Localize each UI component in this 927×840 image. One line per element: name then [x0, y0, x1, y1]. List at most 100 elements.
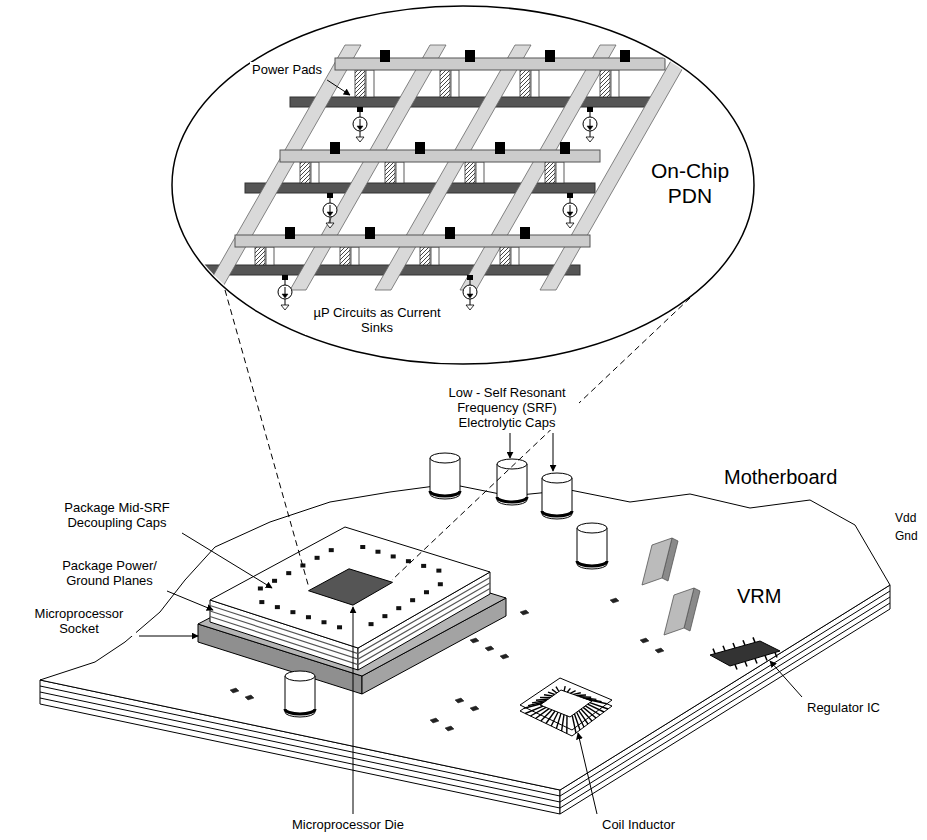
ground-symbol — [356, 137, 364, 142]
current-source — [353, 117, 367, 131]
power-pad — [520, 227, 530, 239]
power-pad — [620, 50, 630, 62]
coil-winding — [556, 687, 559, 692]
capacitor-top — [577, 523, 607, 533]
power-pad — [380, 50, 390, 62]
on-chip-grid — [195, 45, 696, 310]
ground-symbol — [326, 223, 334, 228]
power-pad — [445, 227, 455, 239]
decoupling-capacitor — [337, 625, 342, 629]
sink-wire — [470, 280, 471, 285]
power-pad — [285, 227, 295, 239]
decoupling-capacitor — [272, 579, 277, 583]
diagonal-rail — [205, 45, 361, 290]
power-pad — [560, 142, 570, 154]
electrolytic-capacitor — [430, 453, 460, 499]
sink-wire — [570, 217, 571, 223]
power-pad — [365, 227, 375, 239]
via-pillar — [440, 70, 450, 97]
power-pad — [495, 142, 505, 154]
callout-label: Coil Inductor — [600, 817, 677, 832]
via-pillar — [465, 162, 475, 183]
via-pillar — [556, 162, 564, 183]
capacitor-body — [285, 676, 315, 717]
power-pad — [465, 50, 475, 62]
decoupling-capacitor — [369, 622, 374, 626]
node-title: On-Chip PDN — [640, 158, 740, 208]
current-source — [583, 117, 597, 131]
motherboard — [40, 484, 890, 814]
current-arrow-head — [567, 212, 573, 216]
via-pillar — [511, 247, 519, 265]
node-outline — [171, 5, 755, 365]
capacitor-top — [285, 671, 315, 681]
zoom-ellipse: On-Chip PDN — [171, 5, 755, 365]
decoupling-capacitor — [300, 563, 305, 567]
decoupling-capacitor — [329, 548, 334, 552]
current-source — [323, 203, 337, 217]
processor-die — [309, 569, 393, 605]
electrolytic-capacitor — [542, 473, 572, 519]
ic-pin — [723, 646, 725, 651]
via-pillar — [366, 70, 374, 97]
board-pad — [500, 654, 509, 659]
ground-symbol — [586, 137, 594, 142]
board-pad — [470, 638, 479, 643]
sink-contact — [327, 193, 333, 198]
ic-pin — [753, 637, 755, 642]
power-rail — [280, 150, 600, 162]
via-pillar — [500, 247, 510, 265]
callout-label: Microprocessor Die — [290, 817, 406, 832]
block-label: VRM — [735, 585, 783, 608]
via-pillar — [531, 70, 539, 97]
callout-label: µP Circuits as Current Sinks — [305, 305, 449, 335]
via-pillar — [520, 70, 530, 97]
ground-symbol — [566, 223, 574, 228]
capacitor-body — [430, 458, 460, 499]
ic-pin — [745, 662, 747, 667]
via-pillar — [300, 162, 310, 183]
capacitor-top — [542, 473, 572, 483]
coil-winding — [540, 697, 551, 698]
via-pillar — [420, 247, 430, 265]
board-pad — [430, 718, 439, 723]
power-pad — [330, 142, 340, 154]
callout-label: Power Pads — [250, 62, 324, 77]
ic-pin — [775, 653, 777, 658]
sink-contact — [357, 107, 363, 112]
leader-line — [553, 433, 554, 471]
decoupling-capacitor — [375, 550, 380, 554]
current-arrow-head — [587, 126, 593, 130]
ic-pin — [735, 665, 737, 670]
board-pad — [245, 695, 254, 700]
coil-winding — [573, 693, 580, 695]
current-arrow-head — [282, 294, 288, 298]
via-pillar — [340, 247, 350, 265]
coil-winding — [552, 689, 557, 693]
electrolytic-capacitor — [577, 523, 607, 569]
decoupling-capacitor — [421, 564, 426, 568]
decoupling-capacitor — [315, 556, 320, 560]
via-pillar — [266, 247, 274, 265]
capacitor-top — [430, 453, 460, 463]
decoupling-capacitor — [258, 586, 263, 590]
sink-contact — [282, 275, 288, 280]
board-pad — [470, 706, 479, 711]
leader-line — [510, 433, 511, 458]
via-pillar — [396, 162, 404, 183]
coil-winding — [572, 715, 576, 733]
electrolytic-capacitor — [285, 671, 315, 717]
via-pillar — [476, 162, 484, 183]
via-pillar — [351, 247, 359, 265]
decoupling-capacitor — [286, 571, 291, 575]
coil-winding — [548, 692, 555, 694]
sink-wire — [330, 198, 331, 203]
coil-winding — [589, 700, 607, 704]
coil-inductor — [520, 678, 612, 736]
decoupling-capacitor — [306, 615, 311, 619]
sink-contact — [567, 193, 573, 198]
board-pad — [485, 646, 494, 651]
via-pillar — [255, 247, 265, 265]
zoom-lines — [225, 290, 690, 588]
leader-line — [139, 636, 198, 637]
